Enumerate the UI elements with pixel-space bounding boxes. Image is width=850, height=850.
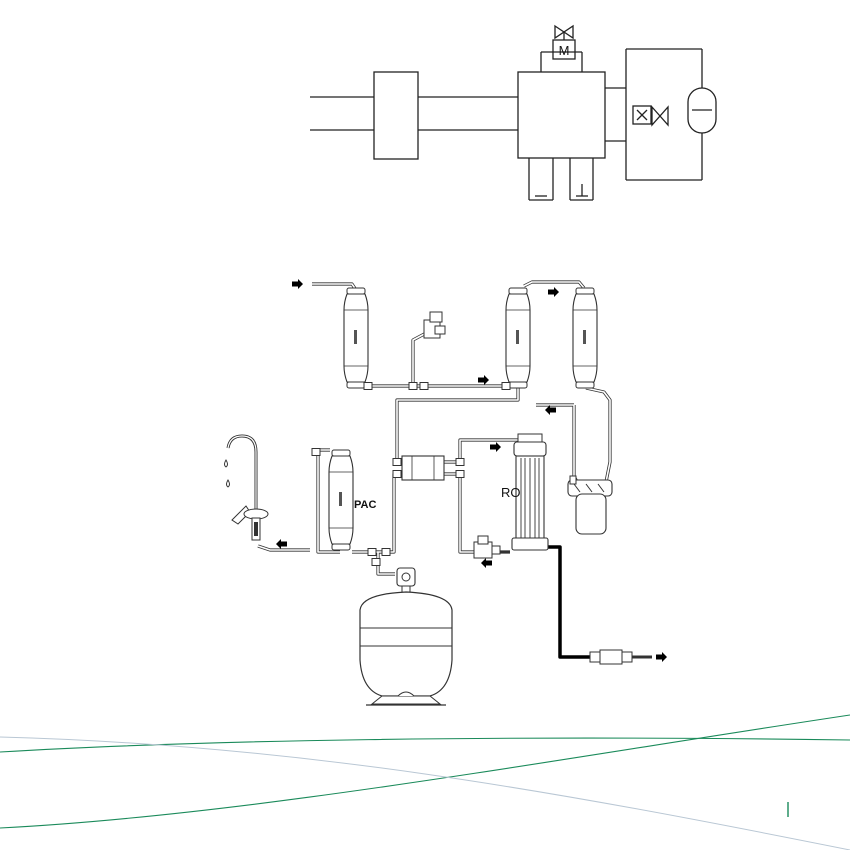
drain-flow-restrictor	[590, 650, 652, 664]
ro-label: RO	[501, 485, 521, 500]
solenoid-valve-icon	[633, 106, 668, 125]
pressure-switch-icon	[424, 312, 445, 338]
pac-label: PAC	[354, 499, 376, 511]
arrow-right-icon	[490, 442, 501, 452]
check-valve-icon	[474, 536, 500, 558]
sensor-left-icon	[529, 158, 553, 200]
sediment-cartridge	[344, 288, 368, 388]
carbon-cartridge-1	[506, 288, 530, 388]
carbon-cartridge-2	[573, 288, 597, 388]
electrical-schematic: M	[310, 26, 716, 200]
shutoff-valve-block	[402, 456, 444, 480]
pump-icon	[688, 88, 716, 133]
controller-box	[374, 72, 418, 159]
motor-valve-icon: M	[541, 26, 582, 72]
motor-label: M	[559, 43, 570, 58]
pac-cartridge	[329, 450, 353, 550]
drain-line	[546, 547, 590, 657]
arrow-right-icon	[656, 652, 667, 662]
pressure-tank-icon	[360, 568, 452, 705]
arrow-left-icon	[276, 539, 287, 549]
arrow-left-icon	[481, 558, 492, 568]
sensor-right-icon	[570, 158, 593, 200]
arrow-right-icon	[478, 375, 489, 385]
faucet-icon	[225, 436, 269, 540]
decorative-waves	[0, 715, 850, 850]
arrow-right-icon	[548, 287, 559, 297]
booster-pump-icon	[568, 476, 612, 534]
arrow-right-icon	[292, 279, 303, 289]
main-unit-box	[518, 72, 605, 158]
